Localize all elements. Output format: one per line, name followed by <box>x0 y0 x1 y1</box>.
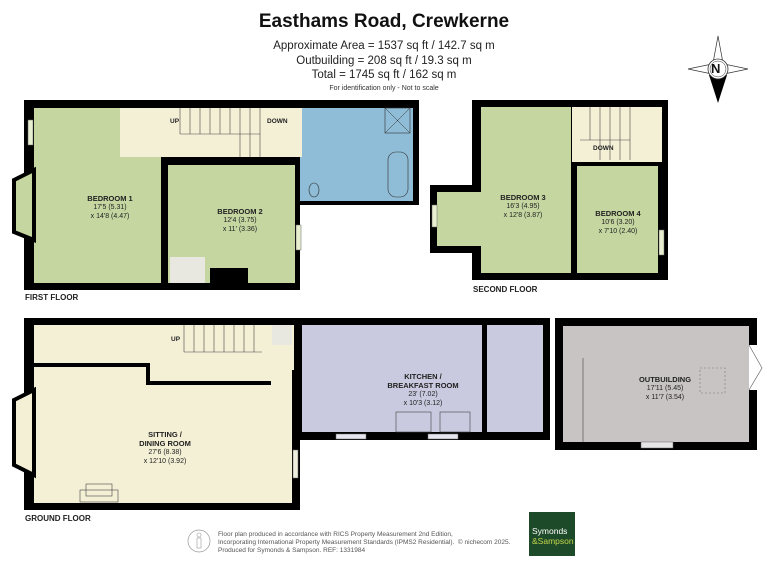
footer-text: Floor plan produced in accordance with R… <box>218 531 511 554</box>
first-floor-stairs-down: DOWN <box>267 118 288 125</box>
floor-label-ground: GROUND FLOOR <box>25 514 91 523</box>
ground-floor-stairs-up: UP <box>171 336 181 343</box>
ground-floor-plan <box>12 318 560 520</box>
first-floor-plan <box>12 100 430 295</box>
bedroom-3-area <box>481 107 571 273</box>
room-label-outbuilding: OUTBUILDING 17'11 (5.45) x 11'7 (3.54) <box>638 375 692 401</box>
stair-landing-area <box>572 107 662 162</box>
room-label-kitchen: KITCHEN / BREAKFAST ROOM 23' (7.02) x 10… <box>387 372 459 407</box>
plan-title: Easthams Road, Crewkerne <box>258 11 510 32</box>
room-label-sitting-dining: SITTING / DINING ROOM 27'6 (8.38) x 12'1… <box>139 430 191 465</box>
landing-area <box>120 108 308 157</box>
room-label-bedroom-3: BEDROOM 3 16'3 (4.95) x 12'8 (3.87) <box>500 193 546 219</box>
outbuilding-area: Outbuilding = 208 sq ft / 19.3 sq m <box>296 55 472 67</box>
hallway-area <box>34 325 294 370</box>
outbuilding-plan <box>555 318 763 450</box>
room-label-bedroom-2: BEDROOM 2 12'4 (3.75) x 11' (3.36) <box>217 207 263 233</box>
floor-label-first: FIRST FLOOR <box>25 293 79 302</box>
room-label-bedroom-1: BEDROOM 1 17'5 (5.31) x 14'8 (4.47) <box>87 194 133 220</box>
kitchen-area <box>302 325 482 432</box>
bedroom-4-area <box>577 166 658 273</box>
second-floor-stairs-down: DOWN <box>593 145 614 152</box>
compass-label: N <box>711 61 721 76</box>
scale-note: For identification only - Not to scale <box>329 85 439 92</box>
total-area: Total = 1745 sq ft / 162 sq m <box>311 69 457 81</box>
approx-area: Approximate Area = 1537 sq ft / 142.7 sq… <box>273 40 495 52</box>
floor-label-second: SECOND FLOOR <box>473 285 538 294</box>
second-floor-plan <box>430 100 668 280</box>
outbuilding-area-fill <box>563 326 749 442</box>
room-label-bedroom-4: BEDROOM 4 10'6 (3.20) x 7'10 (2.40) <box>595 209 641 235</box>
sitting-dining-area <box>34 370 292 503</box>
first-floor-stairs-up: UP <box>170 118 180 125</box>
symonds-sampson-logo: Symonds &Sampson <box>529 512 575 556</box>
